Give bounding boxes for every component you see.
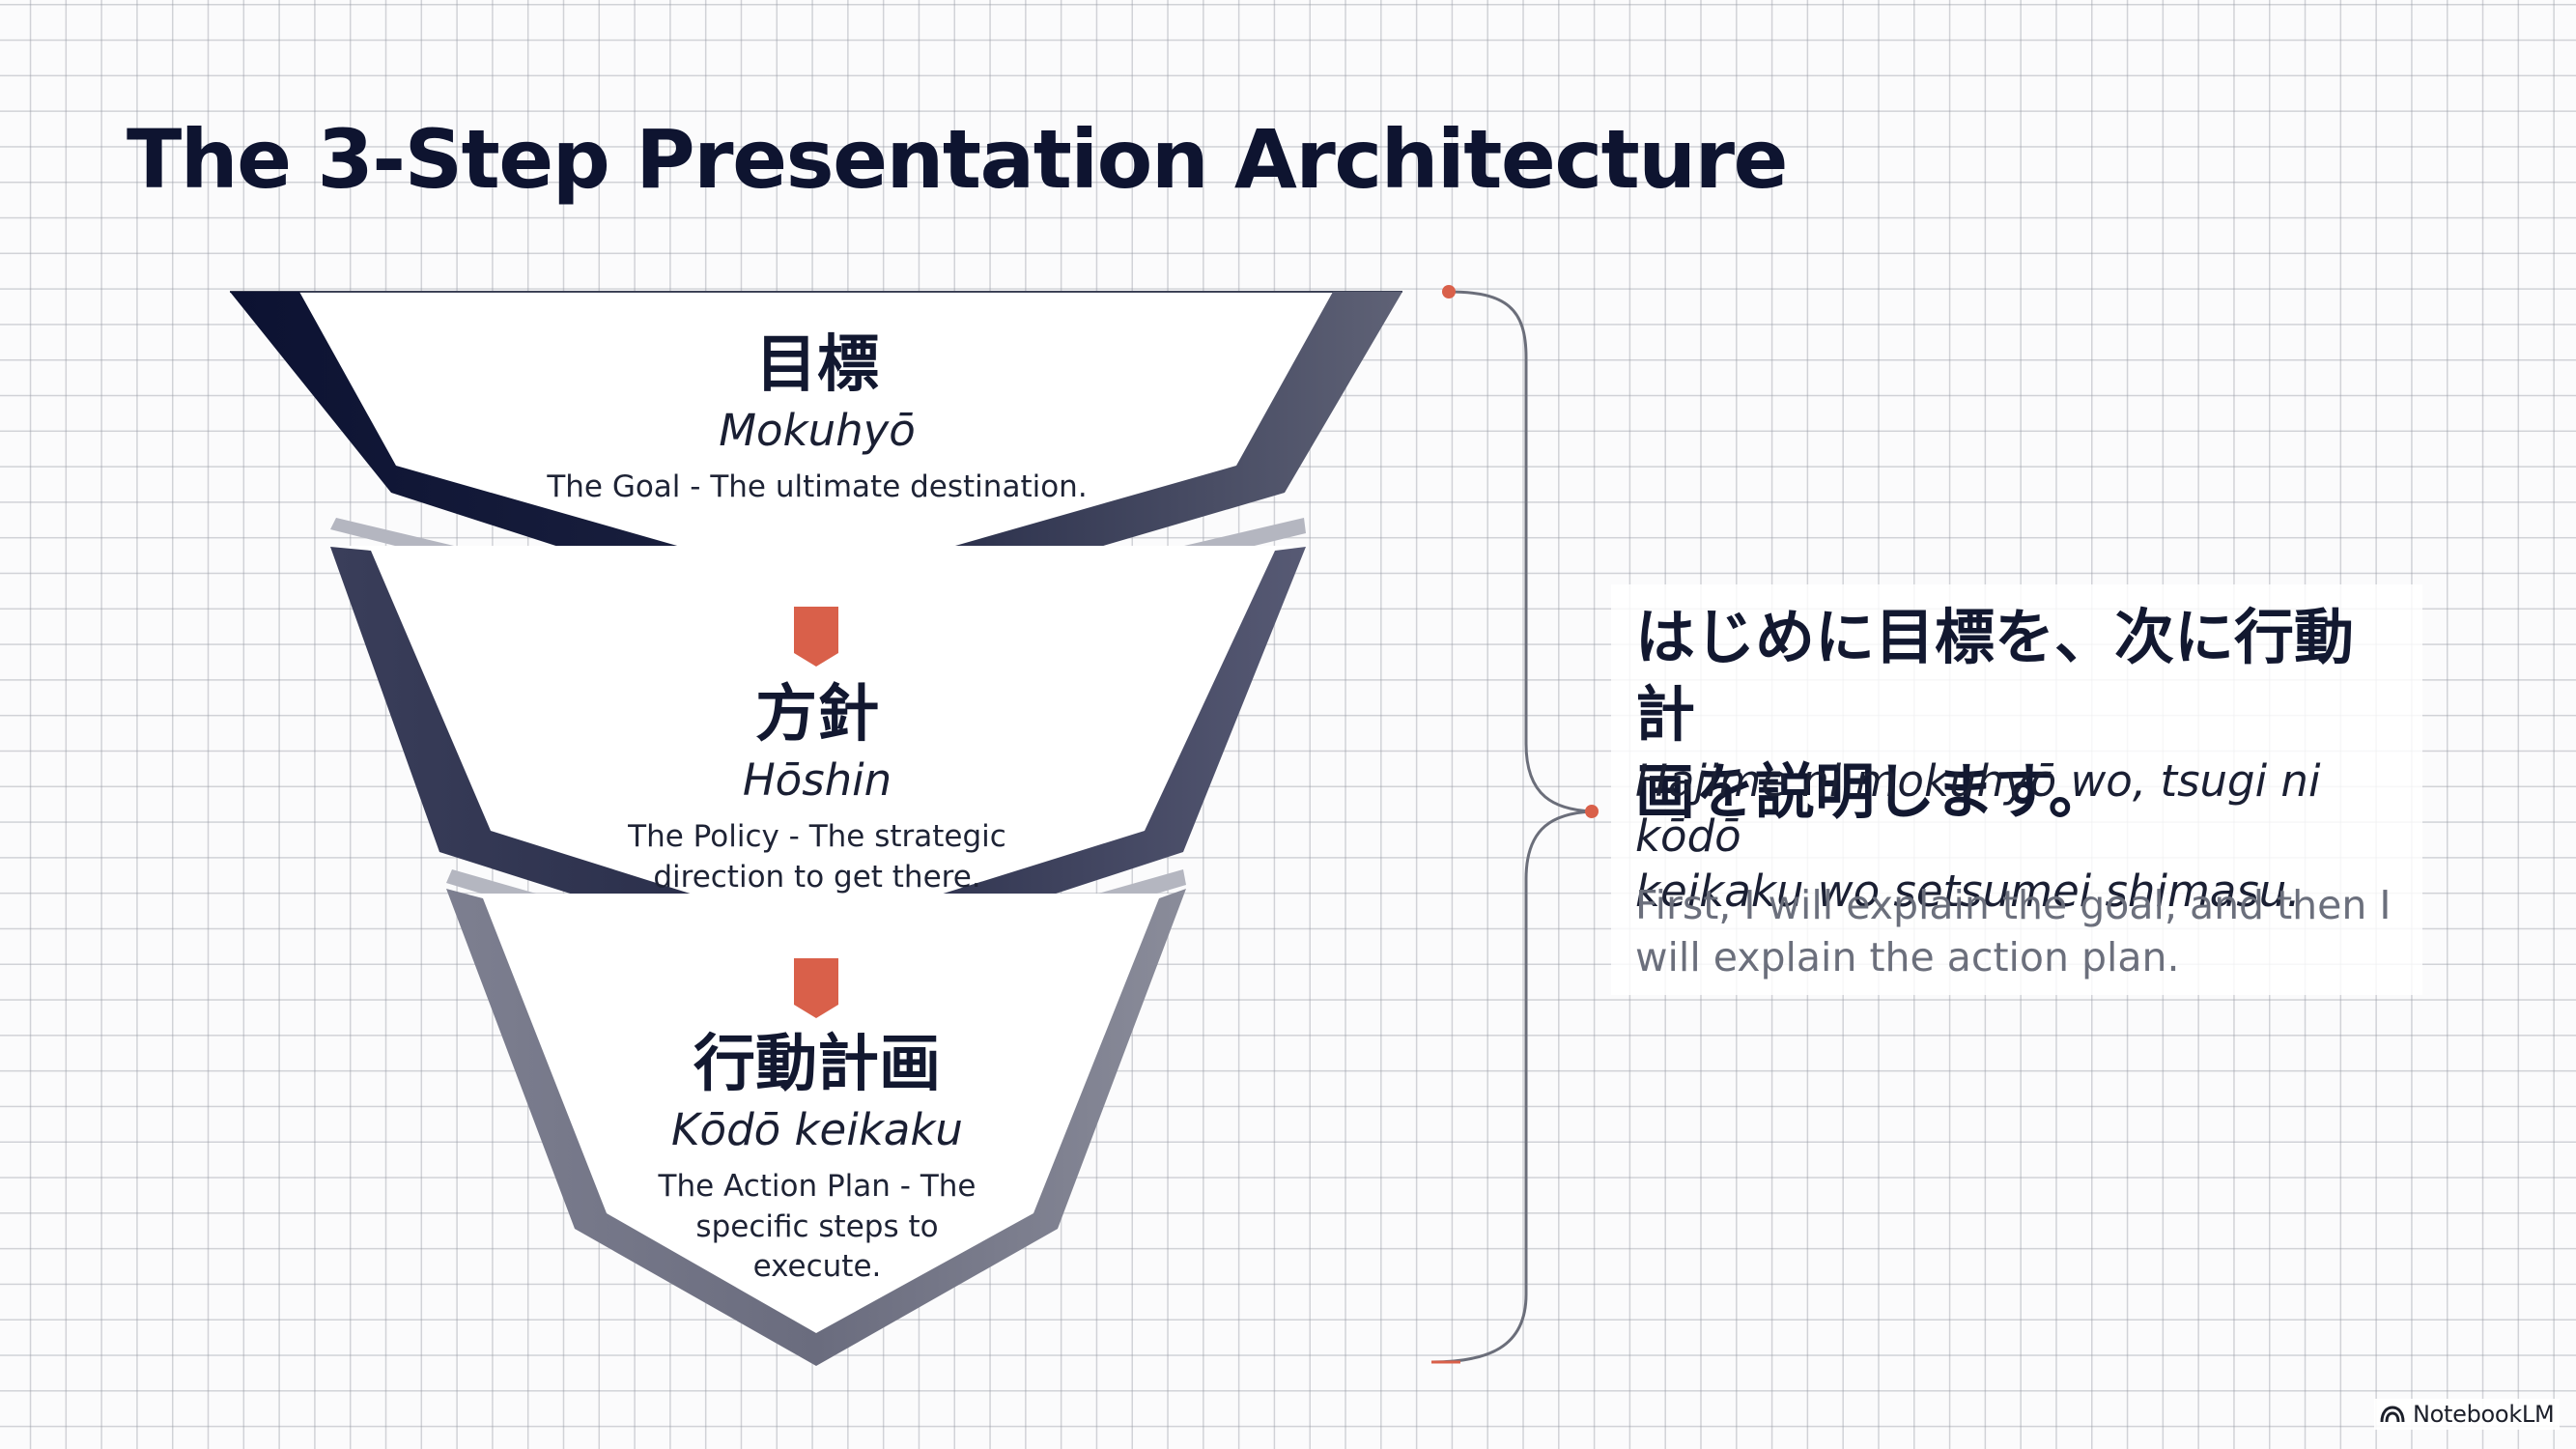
step-goal-description: The Goal - The ultimate destination. [547,469,1088,504]
step-action-plan-description-line: specific steps to [695,1208,939,1244]
step-policy-description-line: direction to get there. [653,859,981,895]
summary-panel [1611,584,2422,995]
slide-title: The 3-Step Presentation Architecture [127,112,1788,207]
summary-english-line: First, I will explain the goal, and then… [1635,882,2392,928]
step-action-plan-romaji: Kōdō keikaku [671,1104,963,1155]
tier-policy-band [330,547,1306,972]
connector-policy-to-action [794,958,838,1018]
summary-japanese-line: 画を説明します。 [1635,756,2109,827]
tier-policy-fill [338,546,1294,961]
connector-goal-to-policy [794,607,838,667]
brace-middle-dot [1585,805,1599,818]
tier-goal [230,291,1402,653]
tier-action-plan [446,889,1186,1366]
step-goal-romaji: Mokuhyō [719,405,916,456]
notebooklm-logo-icon [2380,1406,2405,1423]
summary-romaji-line: keikaku wo setsumei shimasu. [1635,866,2301,917]
tier-action-plan-band [446,889,1186,1366]
summary-japanese-line: はじめに目標を、次に行動計 [1635,602,2355,750]
step-action-plan-description: The Action Plan - The specific steps to … [659,1167,977,1289]
step-action-plan-kanji: 行動計画 [693,1029,941,1100]
curly-brace [1430,285,1599,1364]
step-policy-kanji: 方針 [754,679,879,751]
step-policy: 方針 Hōshin The Policy - The strategic dir… [628,684,1006,897]
notebooklm-branding: NotebookLM [2374,1399,2561,1430]
summary-japanese: はじめに目標を、次に行動計 画を説明します。 [1635,599,2408,831]
step-policy-description-line: The Policy - The strategic [628,818,1006,854]
tier-goal-fill [230,292,1402,618]
brand-label: NotebookLM [2413,1401,2555,1428]
summary-romaji: Hajime ni mokuhyō wo, tsugi ni kōdō keik… [1635,753,2427,919]
step-goal: 目標 Mokuhyō The Goal - The ultimate desti… [547,334,1087,508]
summary-english-line: will explain the action plan. [1635,934,2180,980]
summary-english: First, I will explain the goal, and then… [1635,879,2408,983]
step-action-plan-description-line: The Action Plan - The [658,1168,977,1204]
tier-policy [330,546,1306,995]
step-policy-description: The Policy - The strategic direction to … [628,817,1006,898]
step-policy-romaji: Hōshin [742,754,892,806]
brace-top-dot [1442,285,1456,298]
step-goal-kanji: 目標 [755,329,879,401]
summary-romaji-line: Hajime ni mokuhyō wo, tsugi ni kōdō [1635,755,2321,862]
curly-brace-path [1430,290,1593,1364]
step-action-plan-description-line: execute. [752,1249,882,1285]
step-action-plan: 行動計画 Kōdō keikaku The Action Plan - The … [659,1034,977,1288]
tier-action-plan-fill [468,894,1169,1348]
